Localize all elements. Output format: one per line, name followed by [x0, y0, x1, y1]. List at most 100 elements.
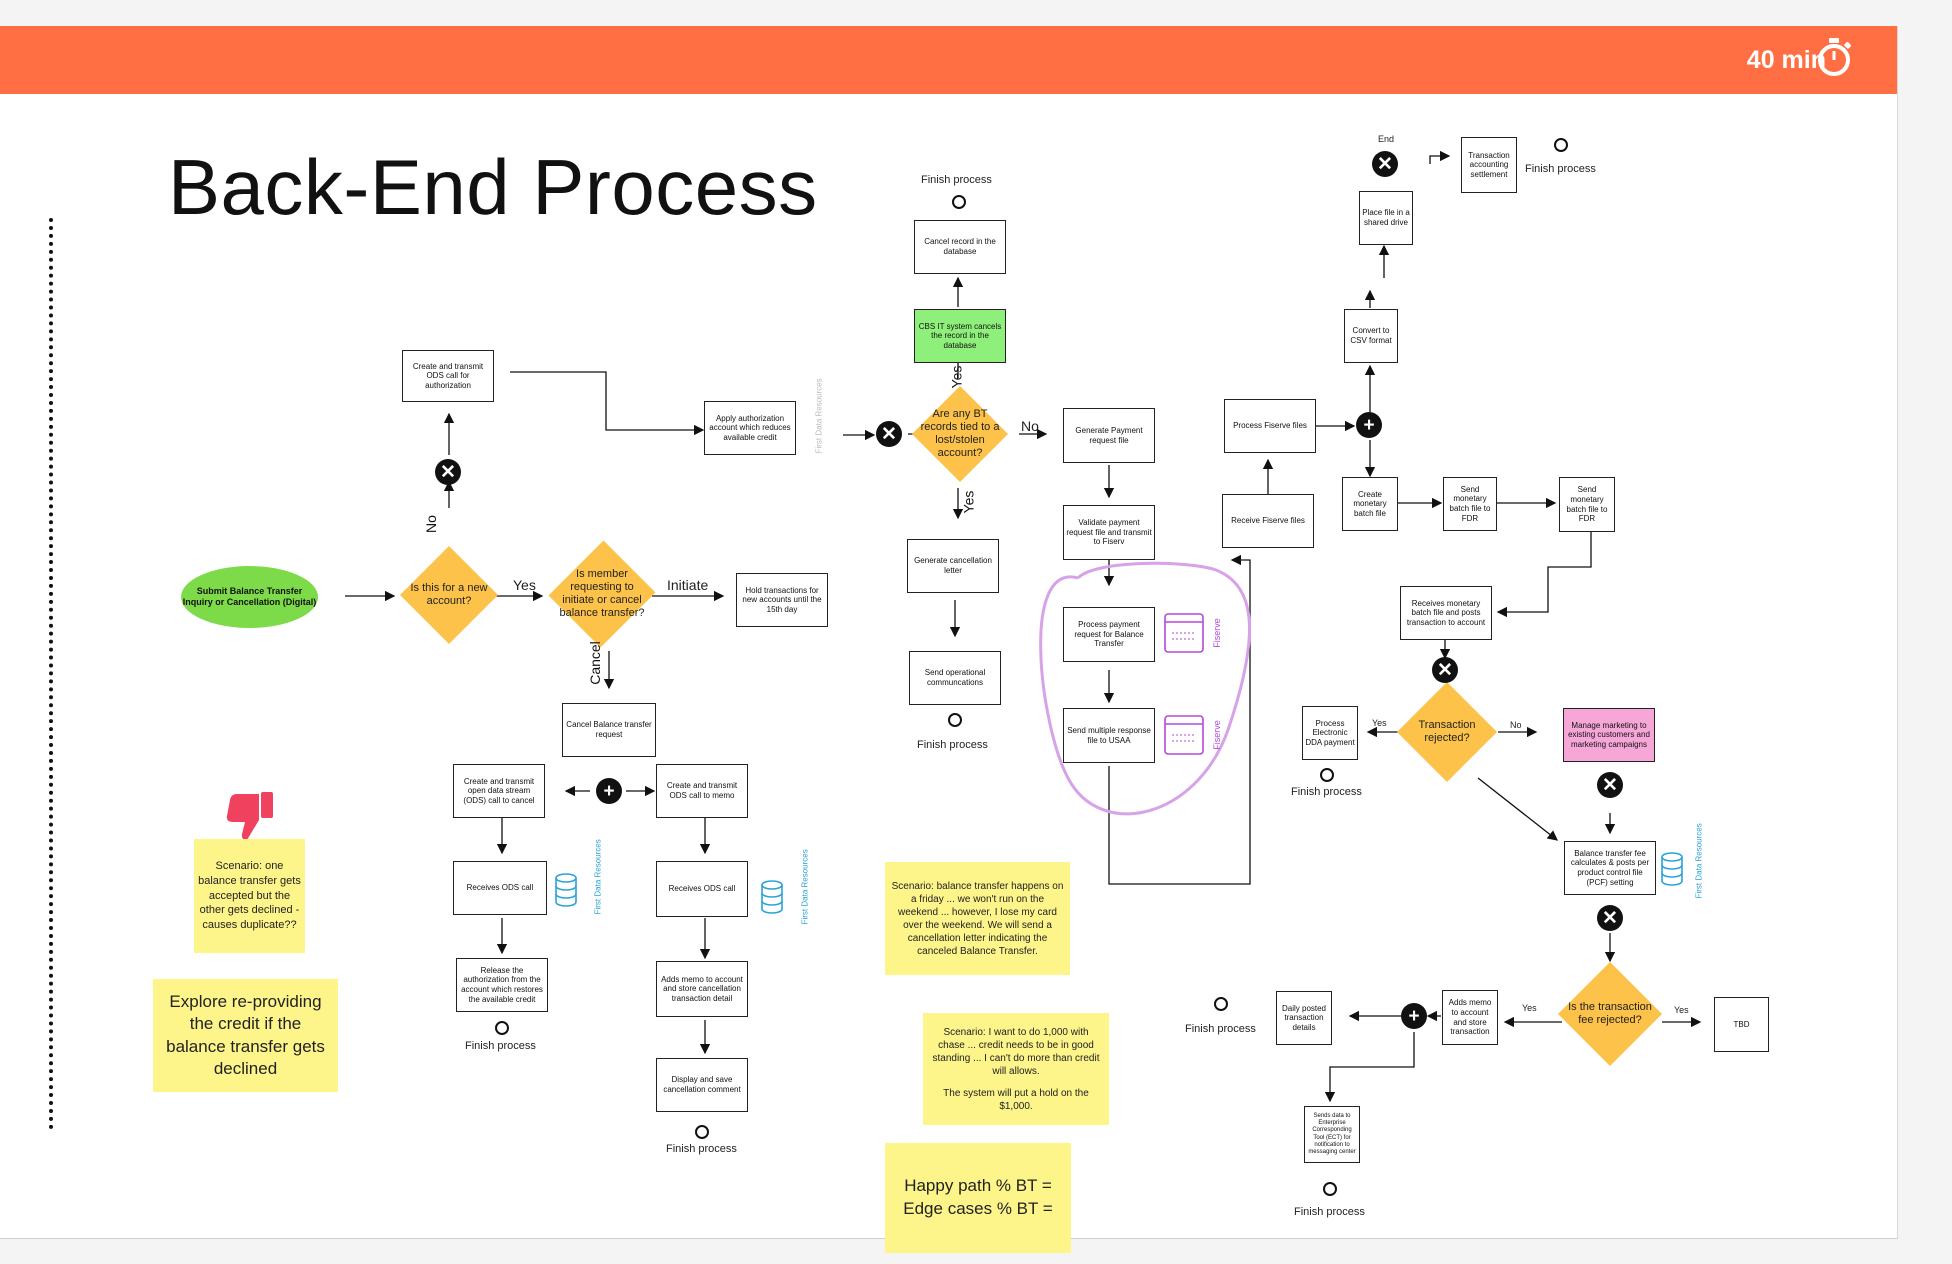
finish-circle-icon — [1323, 1182, 1337, 1196]
finish-circle-icon — [1320, 768, 1334, 782]
bt-fee-box[interactable]: Balance transfer fee calculates & posts … — [1564, 841, 1656, 895]
tbd-box[interactable]: TBD — [1714, 997, 1769, 1052]
x-gateway-icon: ✕ — [1372, 151, 1398, 177]
decision-fee-rejected[interactable]: Is the transaction fee rejected? — [1558, 962, 1662, 1066]
sticky-text: Scenario: I want to do 1,000 with chase … — [932, 1026, 1100, 1077]
fiserve-app-icon — [1164, 613, 1204, 653]
decision-member-request[interactable]: Is member requesting to initiate or canc… — [548, 539, 656, 649]
yes-label: Yes — [1674, 1005, 1689, 1015]
process-dda-box[interactable]: Process Electronic DDA payment — [1302, 706, 1358, 760]
thumbs-down-icon — [226, 792, 273, 840]
cancel-record-box[interactable]: Cancel record in the database — [914, 220, 1006, 274]
hold-transactions-box[interactable]: Hold transactions for new accounts until… — [736, 573, 828, 627]
plus-gateway-icon: + — [1401, 1003, 1427, 1029]
database-icon — [555, 873, 577, 907]
finish-circle-icon — [695, 1125, 709, 1139]
header-bar — [0, 26, 1897, 94]
finish-label: Finish process — [921, 174, 992, 186]
fiserve-label: Fiserve — [1211, 720, 1222, 750]
plus-gateway-icon: + — [596, 778, 622, 804]
plus-gateway-icon: + — [1356, 412, 1382, 438]
display-save-box[interactable]: Display and save cancellation comment — [656, 1058, 748, 1112]
receives-ods-box-1[interactable]: Receives ODS call — [453, 861, 547, 915]
create-ods-cancel-box[interactable]: Create and transmit open data stream (OD… — [453, 764, 545, 818]
cbs-cancels-box[interactable]: CBS IT system cancels the record in the … — [914, 309, 1006, 363]
no-label: No — [422, 515, 439, 533]
database-icon — [1661, 852, 1683, 886]
finish-label: Finish process — [666, 1143, 737, 1155]
decision-txn-rejected[interactable]: Transaction rejected? — [1397, 682, 1497, 782]
sticky-note[interactable]: Happy path % BT = Edge cases % BT = — [885, 1143, 1071, 1253]
yes-label: Yes — [948, 365, 965, 389]
finish-circle-icon — [495, 1021, 509, 1035]
cancel-bt-request-box[interactable]: Cancel Balance transfer request — [562, 703, 656, 757]
adds-memo-box[interactable]: Adds memo to account and store cancellat… — [656, 961, 748, 1017]
gen-payment-file-box[interactable]: Generate Payment request file — [1063, 408, 1155, 463]
yes-label: Yes — [513, 577, 536, 593]
initiate-label: Initiate — [667, 577, 709, 593]
sends-data-box[interactable]: Sends data to Enterprise Corresponding T… — [1304, 1106, 1360, 1163]
gen-cancel-letter-box[interactable]: Generate cancellation letter — [907, 539, 999, 593]
yes-label: Yes — [960, 490, 977, 514]
finish-circle-icon — [952, 195, 966, 209]
sticky-text: Happy path % BT = — [904, 1176, 1052, 1196]
fiserve-label: Fiserve — [1211, 618, 1222, 648]
sticky-text: The system will put a hold on the $1,000… — [943, 1087, 1089, 1112]
x-gateway-icon: ✕ — [1432, 657, 1458, 683]
send-ops-comm-box[interactable]: Send operational communcations — [909, 651, 1001, 705]
fiserve-app-icon — [1164, 715, 1204, 755]
sticky-note[interactable]: Scenario: one balance transfer gets acce… — [194, 839, 305, 953]
finish-label: Finish process — [1294, 1206, 1365, 1218]
finish-label: Finish process — [1525, 163, 1596, 175]
sticky-note[interactable]: Scenario: I want to do 1,000 with chase … — [923, 1013, 1109, 1125]
finish-circle-icon — [948, 713, 962, 727]
sticky-note[interactable]: Scenario: balance transfer happens on a … — [885, 862, 1070, 975]
send-batch-box-1[interactable]: Send monetary batch file to FDR — [1443, 477, 1497, 531]
adds-memo-2-box[interactable]: Adds memo to account and store transacti… — [1442, 990, 1498, 1045]
decision-new-account[interactable]: Is this for a new account? — [400, 546, 498, 644]
first-data-resources-label: First Data Resources — [593, 839, 603, 915]
decision-bt-records[interactable]: Are any BT records tied to a lost/stolen… — [912, 386, 1008, 482]
release-auth-box[interactable]: Release the authorization from the accou… — [456, 958, 548, 1012]
convert-csv-box[interactable]: Convert to CSV format — [1344, 309, 1398, 363]
yes-label: Yes — [1522, 1003, 1537, 1013]
apply-authorization-box[interactable]: Apply authorization account which reduce… — [704, 401, 796, 455]
create-ods-auth-box[interactable]: Create and transmit ODS call for authori… — [402, 350, 494, 402]
transaction-settlement-box[interactable]: Transaction accounting settlement — [1461, 137, 1517, 193]
validate-payment-box[interactable]: Validate payment request file and transm… — [1063, 505, 1155, 560]
dotted-divider — [49, 218, 53, 1130]
timer-label: 40 min — [1746, 46, 1826, 74]
manage-marketing-box[interactable]: Manage marketing to existing customers a… — [1563, 708, 1655, 762]
finish-label: Finish process — [1291, 786, 1362, 798]
first-data-resources-label: First Data Resources — [814, 378, 824, 454]
finish-label: Finish process — [917, 739, 988, 751]
x-gateway-icon: ✕ — [1597, 772, 1623, 798]
create-batch-box[interactable]: Create monetary batch file — [1342, 477, 1398, 531]
receive-fiserve-box[interactable]: Receive Fiserve files — [1222, 494, 1314, 548]
place-file-box[interactable]: Place file in a shared drive — [1359, 191, 1413, 245]
receives-batch-box[interactable]: Receives monetary batch file and posts t… — [1400, 586, 1492, 640]
no-label: No — [1510, 720, 1522, 730]
database-icon — [761, 880, 783, 914]
process-fiserve-box[interactable]: Process Fiserve files — [1224, 399, 1316, 453]
first-data-resources-label: First Data Resources — [800, 849, 810, 925]
first-data-resources-label: First Data Resources — [1694, 823, 1704, 899]
sticky-text: Edge cases % BT = — [903, 1199, 1053, 1218]
process-payment-box[interactable]: Process payment request for Balance Tran… — [1063, 607, 1155, 662]
sticky-note[interactable]: Explore re-providing the credit if the b… — [153, 979, 338, 1092]
stopwatch-icon[interactable] — [1814, 37, 1854, 77]
daily-posted-box[interactable]: Daily posted transaction details — [1276, 991, 1332, 1045]
start-node[interactable]: Submit Balance Transfer Inquiry or Cance… — [181, 566, 318, 628]
create-ods-memo-box[interactable]: Create and transmit ODS call to memo — [656, 764, 748, 818]
x-gateway-icon: ✕ — [876, 421, 902, 447]
x-gateway-icon: ✕ — [435, 459, 461, 485]
send-response-box[interactable]: Send multiple response file to USAA — [1063, 708, 1155, 763]
finish-circle-icon — [1554, 138, 1568, 152]
finish-label: Finish process — [1185, 1023, 1256, 1035]
receives-ods-box-2[interactable]: Receives ODS call — [656, 861, 748, 917]
cancel-label: Cancel — [586, 641, 603, 685]
send-batch-box-2[interactable]: Send monetary batch file to FDR — [1559, 477, 1615, 532]
hand-drawn-circle — [1039, 561, 1252, 816]
yes-label: Yes — [1372, 718, 1387, 728]
